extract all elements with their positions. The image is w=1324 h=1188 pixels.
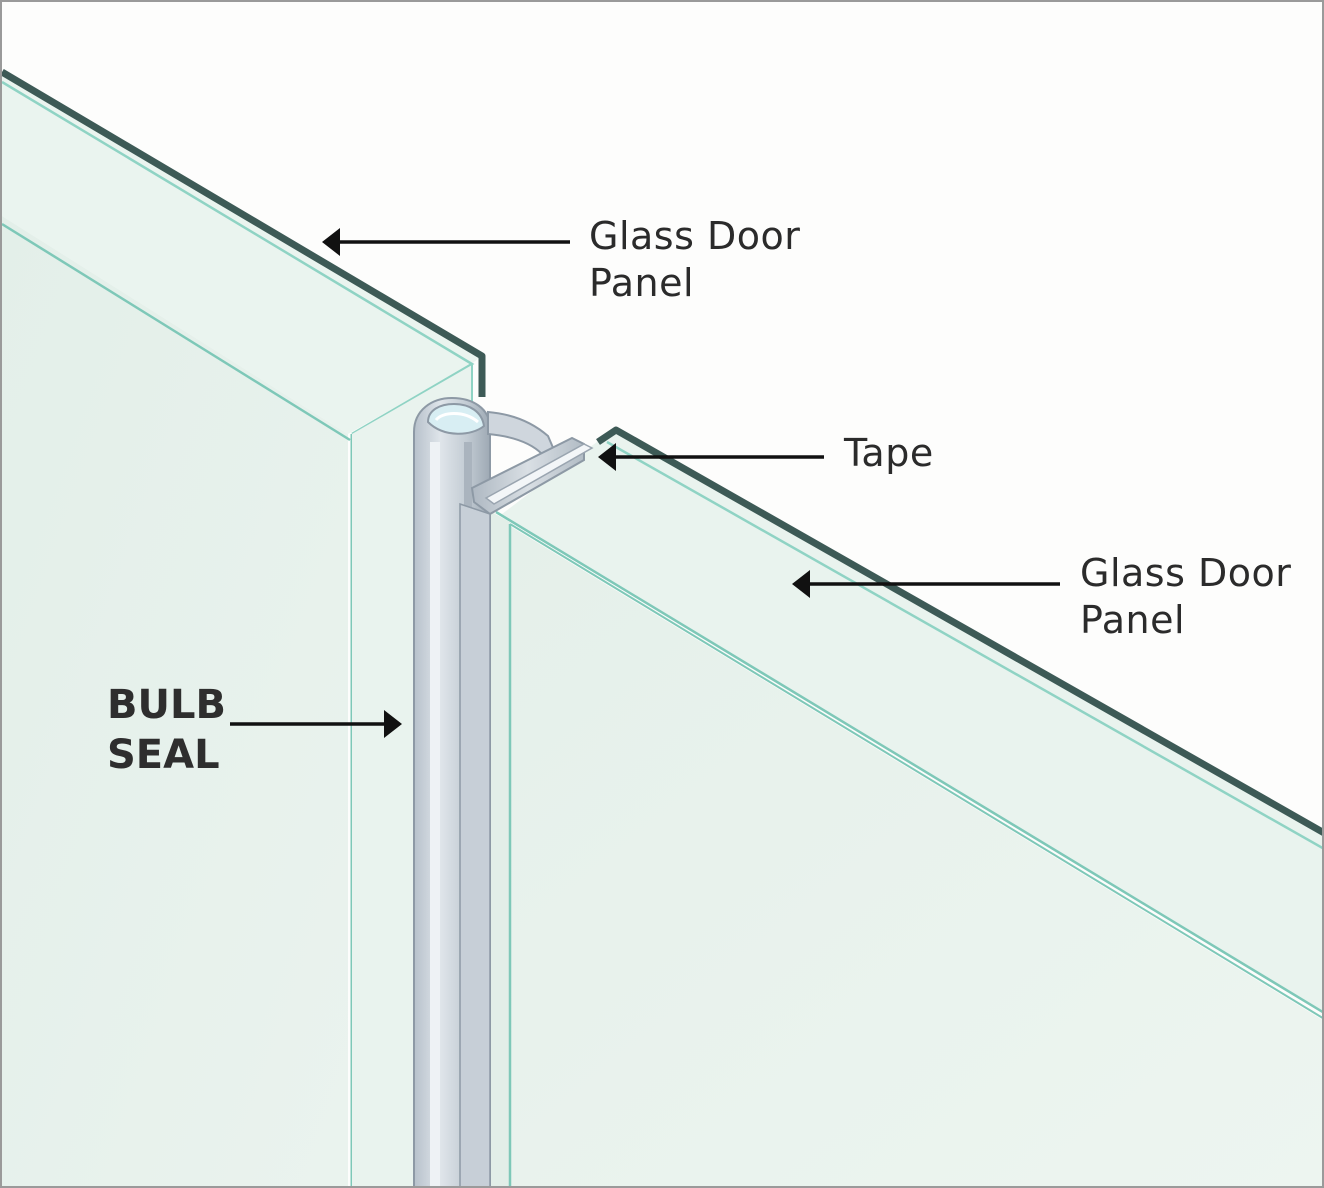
label-bulb-seal-line2: SEAL: [107, 732, 220, 778]
right-panel-dark-edge: [596, 426, 1322, 836]
right-panel-inner-line: [509, 523, 1322, 1019]
right-panel-rim: [606, 440, 1322, 850]
callout-labels: Glass Door Panel Tape Glass Door Panel B…: [107, 214, 1291, 778]
right-panel-strip-front: [495, 510, 1322, 1014]
arrow-right-glass-panel-head: [792, 570, 810, 598]
label-top-panel-line2: Panel: [589, 261, 694, 305]
left-panel-dark-edge: [2, 68, 486, 397]
label-top-panel-line1: Glass Door: [589, 214, 800, 258]
left-panel-face: [2, 216, 348, 1186]
arrow-bulb-seal-head: [384, 710, 402, 738]
label-right-panel-line1: Glass Door: [1080, 551, 1291, 595]
bulb-seal-fin-side: [459, 502, 491, 1186]
arrow-tape-head: [598, 443, 616, 471]
tape-strip: [484, 443, 594, 505]
bulb-seal-lip: [487, 410, 556, 456]
bulb-seal-opening: [426, 402, 486, 435]
callout-arrows: [230, 228, 1060, 738]
left-panel-rim: [2, 80, 475, 436]
bulb-seal-inner-curve: [434, 412, 479, 424]
left-panel-inner-line: [2, 222, 351, 442]
right-panel-face: [510, 526, 1322, 1186]
bulb-seal: [413, 396, 594, 1186]
right-panel-top-edge: [502, 429, 1322, 1012]
label-tape: Tape: [843, 431, 934, 475]
label-bulb-seal-line1: BULB: [107, 682, 226, 728]
left-glass-panel: [2, 68, 486, 1186]
right-glass-panel: [485, 426, 1322, 1186]
arrow-top-glass-panel-head: [322, 228, 340, 256]
left-panel-top-edge: [2, 72, 482, 434]
bulb-seal-highlight: [430, 442, 440, 1186]
right-panel-side-band: [488, 510, 510, 1186]
label-right-panel-line2: Panel: [1080, 598, 1185, 642]
